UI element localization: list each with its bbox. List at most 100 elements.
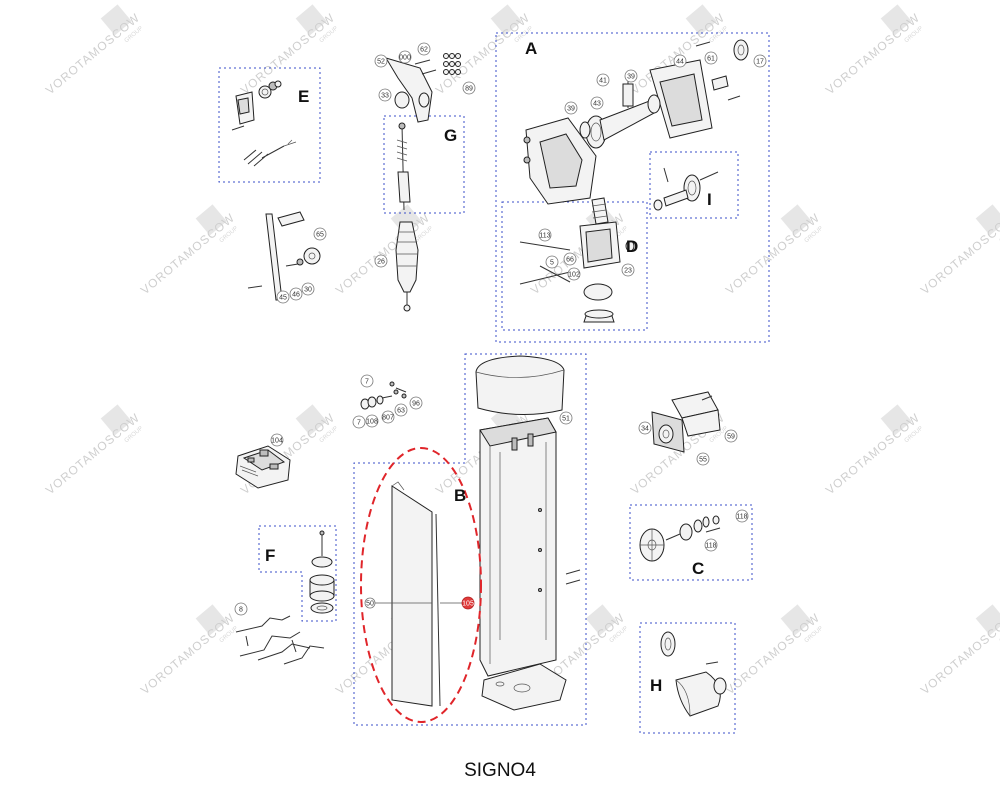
callout-51: 51 xyxy=(559,411,573,425)
callout-102: 102 xyxy=(567,267,581,281)
linkage-parts xyxy=(384,53,461,123)
section-h-cover xyxy=(660,631,727,717)
section-a-box xyxy=(495,32,770,343)
section-label-c: C xyxy=(692,559,704,578)
section-h-box xyxy=(639,622,736,734)
arm-bracket xyxy=(651,391,721,453)
section-d-motor xyxy=(519,197,635,323)
svg-text:61: 61 xyxy=(707,56,715,63)
svg-text:52: 52 xyxy=(377,59,385,66)
callout-26: 26 xyxy=(374,254,388,268)
door-panel xyxy=(372,481,462,707)
svg-text:807: 807 xyxy=(382,415,394,422)
callout-59: 59 xyxy=(724,429,738,443)
svg-text:VOROTAMOSCOW: VOROTAMOSCOW xyxy=(238,10,338,97)
svg-text:43: 43 xyxy=(593,101,601,108)
svg-text:VOROTAMOSCOW: VOROTAMOSCOW xyxy=(723,610,823,697)
callout-46: 46 xyxy=(289,287,303,301)
callout-52: 52 xyxy=(374,54,388,68)
section-label-g: G xyxy=(444,126,457,145)
small-parts-group xyxy=(360,381,407,410)
svg-text:63: 63 xyxy=(397,408,405,415)
svg-text:VOROTAMOSCOW: VOROTAMOSCOW xyxy=(823,410,923,497)
section-label-d: D xyxy=(626,237,638,256)
svg-text:39: 39 xyxy=(627,74,635,81)
svg-text:30: 30 xyxy=(304,287,312,294)
svg-text:118: 118 xyxy=(705,543,716,550)
model-caption: SIGNO4 xyxy=(464,760,536,781)
svg-text:VOROTAMOSCOW: VOROTAMOSCOW xyxy=(823,10,923,97)
svg-text:7: 7 xyxy=(357,420,361,427)
section-d-box xyxy=(501,201,648,331)
section-f-parts xyxy=(309,530,335,614)
svg-text:7: 7 xyxy=(365,379,369,386)
callout-807: 807 xyxy=(381,410,395,424)
section-label-e: E xyxy=(298,87,309,106)
section-a-gearbox xyxy=(523,39,749,205)
callout-8: 8 xyxy=(234,602,248,616)
callout-5: 5 xyxy=(545,255,559,269)
svg-text:VOROTAMOSCOW: VOROTAMOSCOW xyxy=(138,610,238,697)
callout-63: 63 xyxy=(394,403,408,417)
callout-96: 96 xyxy=(409,396,423,410)
callout-34: 34 xyxy=(638,421,652,435)
svg-text:33: 33 xyxy=(381,93,389,100)
foundation-anchors xyxy=(235,615,325,665)
callout-7a: 7 xyxy=(360,374,374,388)
svg-text:44: 44 xyxy=(676,59,684,66)
callout-55: 55 xyxy=(696,452,710,466)
svg-text:62: 62 xyxy=(420,47,428,54)
callout-61: 61 xyxy=(704,51,718,65)
section-e-parts xyxy=(231,80,297,167)
svg-text:66: 66 xyxy=(566,257,574,264)
svg-text:89: 89 xyxy=(465,86,473,93)
svg-text:59: 59 xyxy=(727,434,735,441)
svg-text:46: 46 xyxy=(292,292,300,299)
svg-text:34: 34 xyxy=(641,426,649,433)
svg-text:000: 000 xyxy=(399,55,411,62)
svg-text:50: 50 xyxy=(366,601,374,608)
callout-33: 33 xyxy=(378,88,392,102)
section-i-box xyxy=(649,151,739,219)
callout-113: 113 xyxy=(538,228,552,242)
section-label-a: A xyxy=(525,39,537,58)
section-i-worm-gear xyxy=(653,167,719,211)
callout-118a: 118 xyxy=(735,509,749,523)
callout-39a: 39 xyxy=(624,69,638,83)
section-f-box xyxy=(258,525,337,622)
section-label-i: I xyxy=(707,190,712,209)
svg-text:105: 105 xyxy=(462,601,474,608)
svg-text:23: 23 xyxy=(624,268,632,275)
callout-17: 17 xyxy=(753,54,767,68)
control-board xyxy=(235,445,291,489)
svg-text:41: 41 xyxy=(599,78,607,85)
svg-text:102: 102 xyxy=(568,272,580,279)
callout-23: 23 xyxy=(621,263,635,277)
section-label-h: H xyxy=(650,676,662,695)
highlight-ellipse xyxy=(360,447,482,723)
section-g-spring xyxy=(396,122,411,211)
callout-105: 105 xyxy=(461,596,475,610)
svg-text:VOROTAMOSCOW: VOROTAMOSCOW xyxy=(43,10,143,97)
callout-45: 45 xyxy=(276,290,290,304)
callout-50: 50 xyxy=(364,597,376,609)
svg-text:VOROTAMOSCOW: VOROTAMOSCOW xyxy=(723,210,823,297)
svg-text:8: 8 xyxy=(239,607,243,614)
svg-text:55: 55 xyxy=(699,457,707,464)
callout-65: 65 xyxy=(313,227,327,241)
svg-text:VOROTAMOSCOW: VOROTAMOSCOW xyxy=(138,210,238,297)
svg-text:17: 17 xyxy=(756,59,764,66)
callout-41: 41 xyxy=(596,73,610,87)
cabinet xyxy=(475,355,581,711)
